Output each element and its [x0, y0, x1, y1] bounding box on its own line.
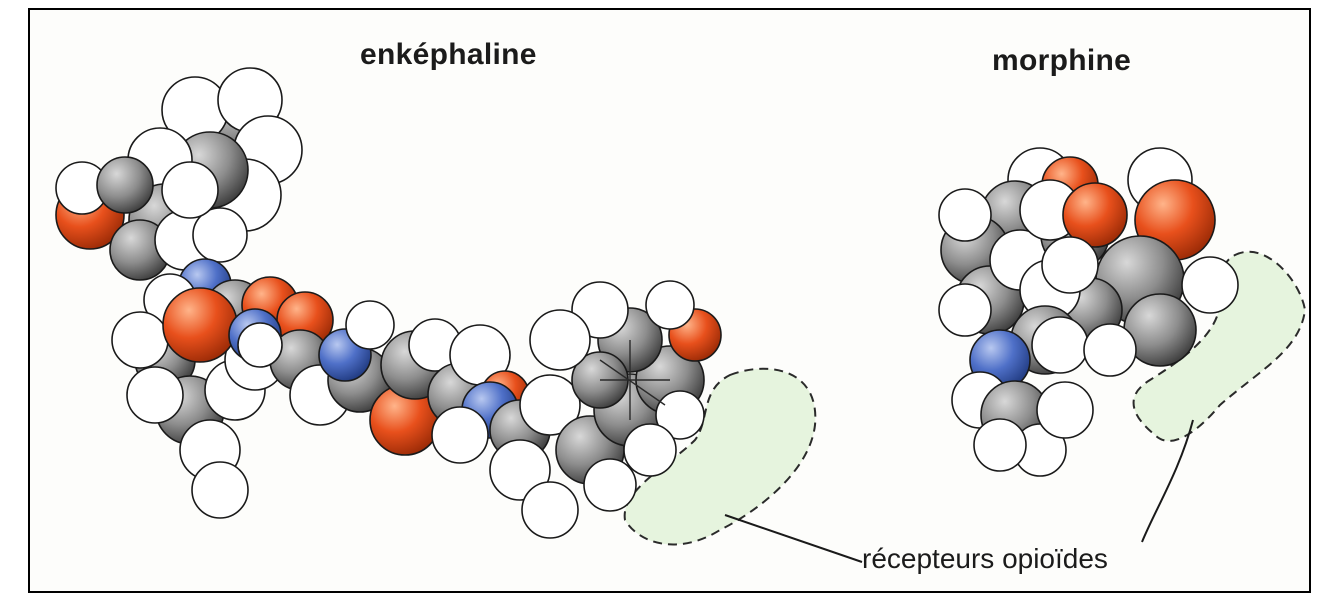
- molecule-illustration: [55, 67, 1307, 563]
- receptor-zone-enkephalin: [623, 367, 817, 546]
- receptor-zone-morphine: [1132, 250, 1307, 442]
- leader-line-enkephalin: [724, 514, 863, 563]
- enkephalin-title: enképhaline: [360, 38, 537, 71]
- morphine-model: [938, 147, 1239, 477]
- leader-line-morphine: [1141, 419, 1194, 543]
- leader-lines: [724, 419, 1194, 563]
- figure-panel: enképhaline morphine récepteurs opioïdes: [28, 8, 1311, 593]
- receptor-caption: récepteurs opioïdes: [862, 543, 1108, 574]
- enkephalin-model: [55, 67, 722, 539]
- morphine-title: morphine: [992, 44, 1132, 77]
